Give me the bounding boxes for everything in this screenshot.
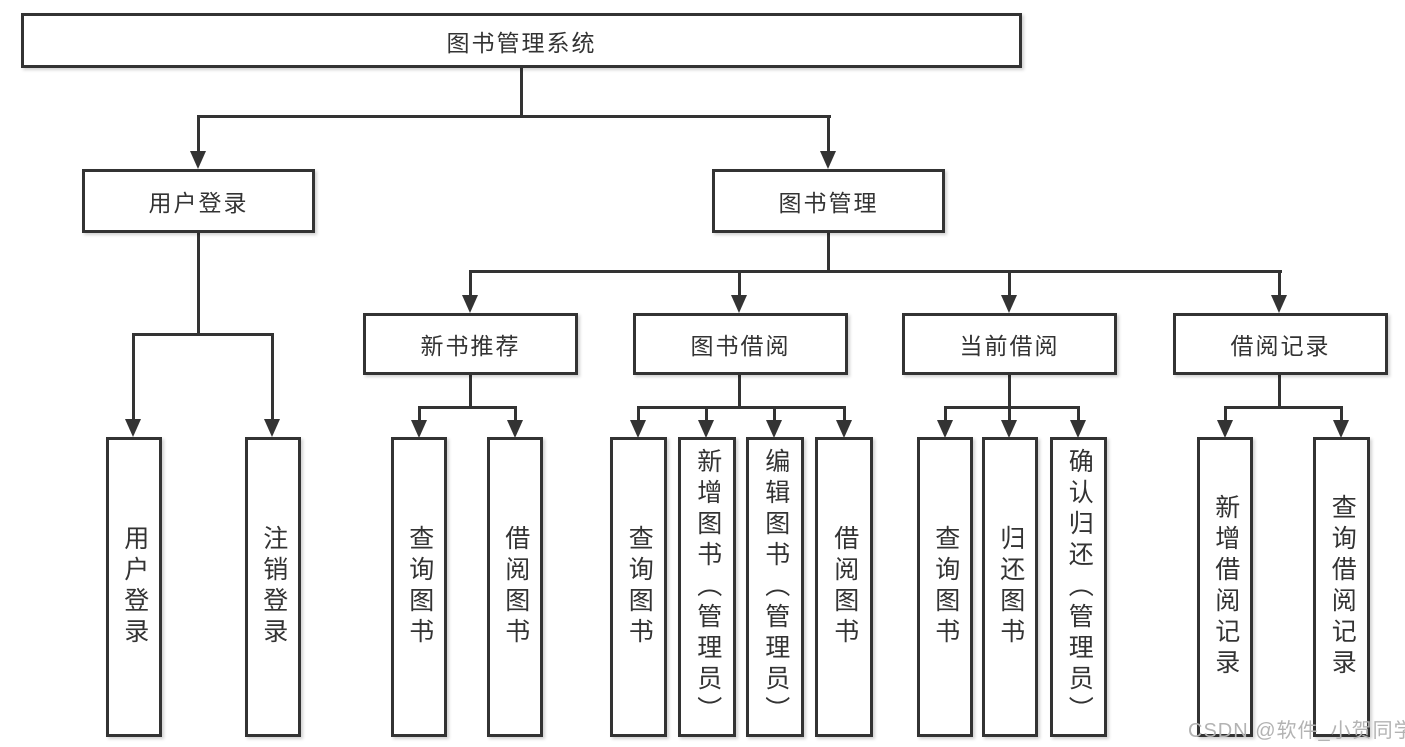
node-book-management: 图书管理 xyxy=(712,169,945,233)
connector-borrow-hline xyxy=(637,406,846,409)
connector-root-stem-left xyxy=(197,115,200,153)
node-new-book-recommend-label: 新书推荐 xyxy=(420,333,521,359)
arrowhead-confirm-return xyxy=(1070,420,1086,438)
node-borrow-record-label: 借阅记录 xyxy=(1230,333,1331,359)
arrowhead-query-record xyxy=(1333,420,1349,438)
csdn-watermark: CSDN @软件_小贺同学 xyxy=(1188,720,1405,742)
connector-current-hline xyxy=(944,406,1080,409)
leaf-logout: 注销登录 xyxy=(245,437,301,737)
leaf-query-books-borrow: 查询图书 xyxy=(610,437,667,737)
connector-root-vline xyxy=(520,68,523,118)
connector-borrow-stem-4 xyxy=(843,406,846,422)
node-root-library-system: 图书管理系统 xyxy=(21,13,1022,68)
connector-login-vline xyxy=(197,231,200,335)
leaf-borrow-books-recommend: 借阅图书 xyxy=(487,437,543,737)
connector-mgmt-vline xyxy=(827,231,830,273)
connector-mgmt-stem-1 xyxy=(469,270,472,298)
leaf-borrow-books: 借阅图书 xyxy=(815,437,873,737)
arrowhead-query-books-1 xyxy=(411,420,427,438)
connector-current-stem-3 xyxy=(1077,406,1080,422)
leaf-query-books-recommend: 查询图书 xyxy=(391,437,447,737)
connector-record-stem-1 xyxy=(1224,406,1227,422)
node-root-label: 图书管理系统 xyxy=(446,29,597,56)
arrowhead-leaf-logout xyxy=(264,419,280,437)
node-borrow-record: 借阅记录 xyxy=(1173,313,1388,375)
leaf-return-books: 归还图书 xyxy=(982,437,1038,737)
connector-root-stem-right xyxy=(827,115,830,151)
connector-login-stem-2 xyxy=(271,333,274,421)
arrowhead-add-record xyxy=(1217,420,1233,438)
arrowhead-query-books-2 xyxy=(630,420,646,438)
connector-mgmt-hline xyxy=(469,270,1282,273)
arrowhead-query-books-3 xyxy=(937,420,953,438)
node-book-management-label: 图书管理 xyxy=(778,190,879,216)
connector-borrow-stem-2 xyxy=(705,406,708,422)
arrowhead-add-books xyxy=(698,420,714,438)
leaf-add-books-admin: 新增图书（管理员） xyxy=(678,437,736,737)
arrowhead-current-borrow xyxy=(1001,295,1017,313)
arrowhead-new-book-recommend xyxy=(462,295,478,313)
connector-mgmt-stem-4 xyxy=(1278,270,1281,298)
connector-current-stem-1 xyxy=(944,406,947,422)
arrowhead-edit-books xyxy=(766,420,782,438)
connector-recommend-stem-2 xyxy=(514,406,517,422)
node-user-login: 用户登录 xyxy=(82,169,315,233)
connector-record-hline xyxy=(1224,406,1343,409)
connector-record-vline xyxy=(1278,373,1281,409)
node-new-book-recommend: 新书推荐 xyxy=(363,313,578,375)
connector-borrow-stem-3 xyxy=(773,406,776,422)
arrowhead-borrow-record xyxy=(1271,295,1287,313)
connector-current-stem-2 xyxy=(1008,406,1011,422)
leaf-confirm-return-admin: 确认归还（管理员） xyxy=(1050,437,1107,737)
arrowhead-book-borrow xyxy=(731,295,747,313)
leaf-user-login: 用户登录 xyxy=(106,437,162,737)
arrowhead-book-mgmt xyxy=(820,151,836,169)
connector-login-stem-1 xyxy=(132,333,135,421)
node-current-borrow: 当前借阅 xyxy=(902,313,1117,375)
arrowhead-return-books xyxy=(1001,420,1017,438)
node-user-login-label: 用户登录 xyxy=(148,190,249,216)
connector-recommend-vline xyxy=(469,373,472,409)
connector-recommend-stem-1 xyxy=(418,406,421,422)
arrowhead-borrow-books-2 xyxy=(836,420,852,438)
leaf-add-borrow-record: 新增借阅记录 xyxy=(1197,437,1253,737)
arrowhead-leaf-user-login xyxy=(125,419,141,437)
connector-current-vline xyxy=(1008,373,1011,409)
node-current-borrow-label: 当前借阅 xyxy=(959,333,1060,359)
connector-mgmt-stem-3 xyxy=(1008,270,1011,298)
connector-login-hline xyxy=(132,333,274,336)
connector-record-stem-2 xyxy=(1340,406,1343,422)
node-book-borrow-label: 图书借阅 xyxy=(690,333,791,359)
connector-recommend-hline xyxy=(418,406,517,409)
connector-mgmt-stem-2 xyxy=(738,270,741,298)
connector-root-hline xyxy=(197,115,831,118)
leaf-edit-books-admin: 编辑图书（管理员） xyxy=(746,437,804,737)
node-book-borrow: 图书借阅 xyxy=(633,313,848,375)
connector-borrow-vline xyxy=(738,373,741,409)
arrowhead-borrow-books-1 xyxy=(507,420,523,438)
leaf-query-borrow-record: 查询借阅记录 xyxy=(1313,437,1370,737)
connector-borrow-stem-1 xyxy=(637,406,640,422)
arrowhead-user-login xyxy=(190,151,206,169)
leaf-query-books-current: 查询图书 xyxy=(917,437,973,737)
